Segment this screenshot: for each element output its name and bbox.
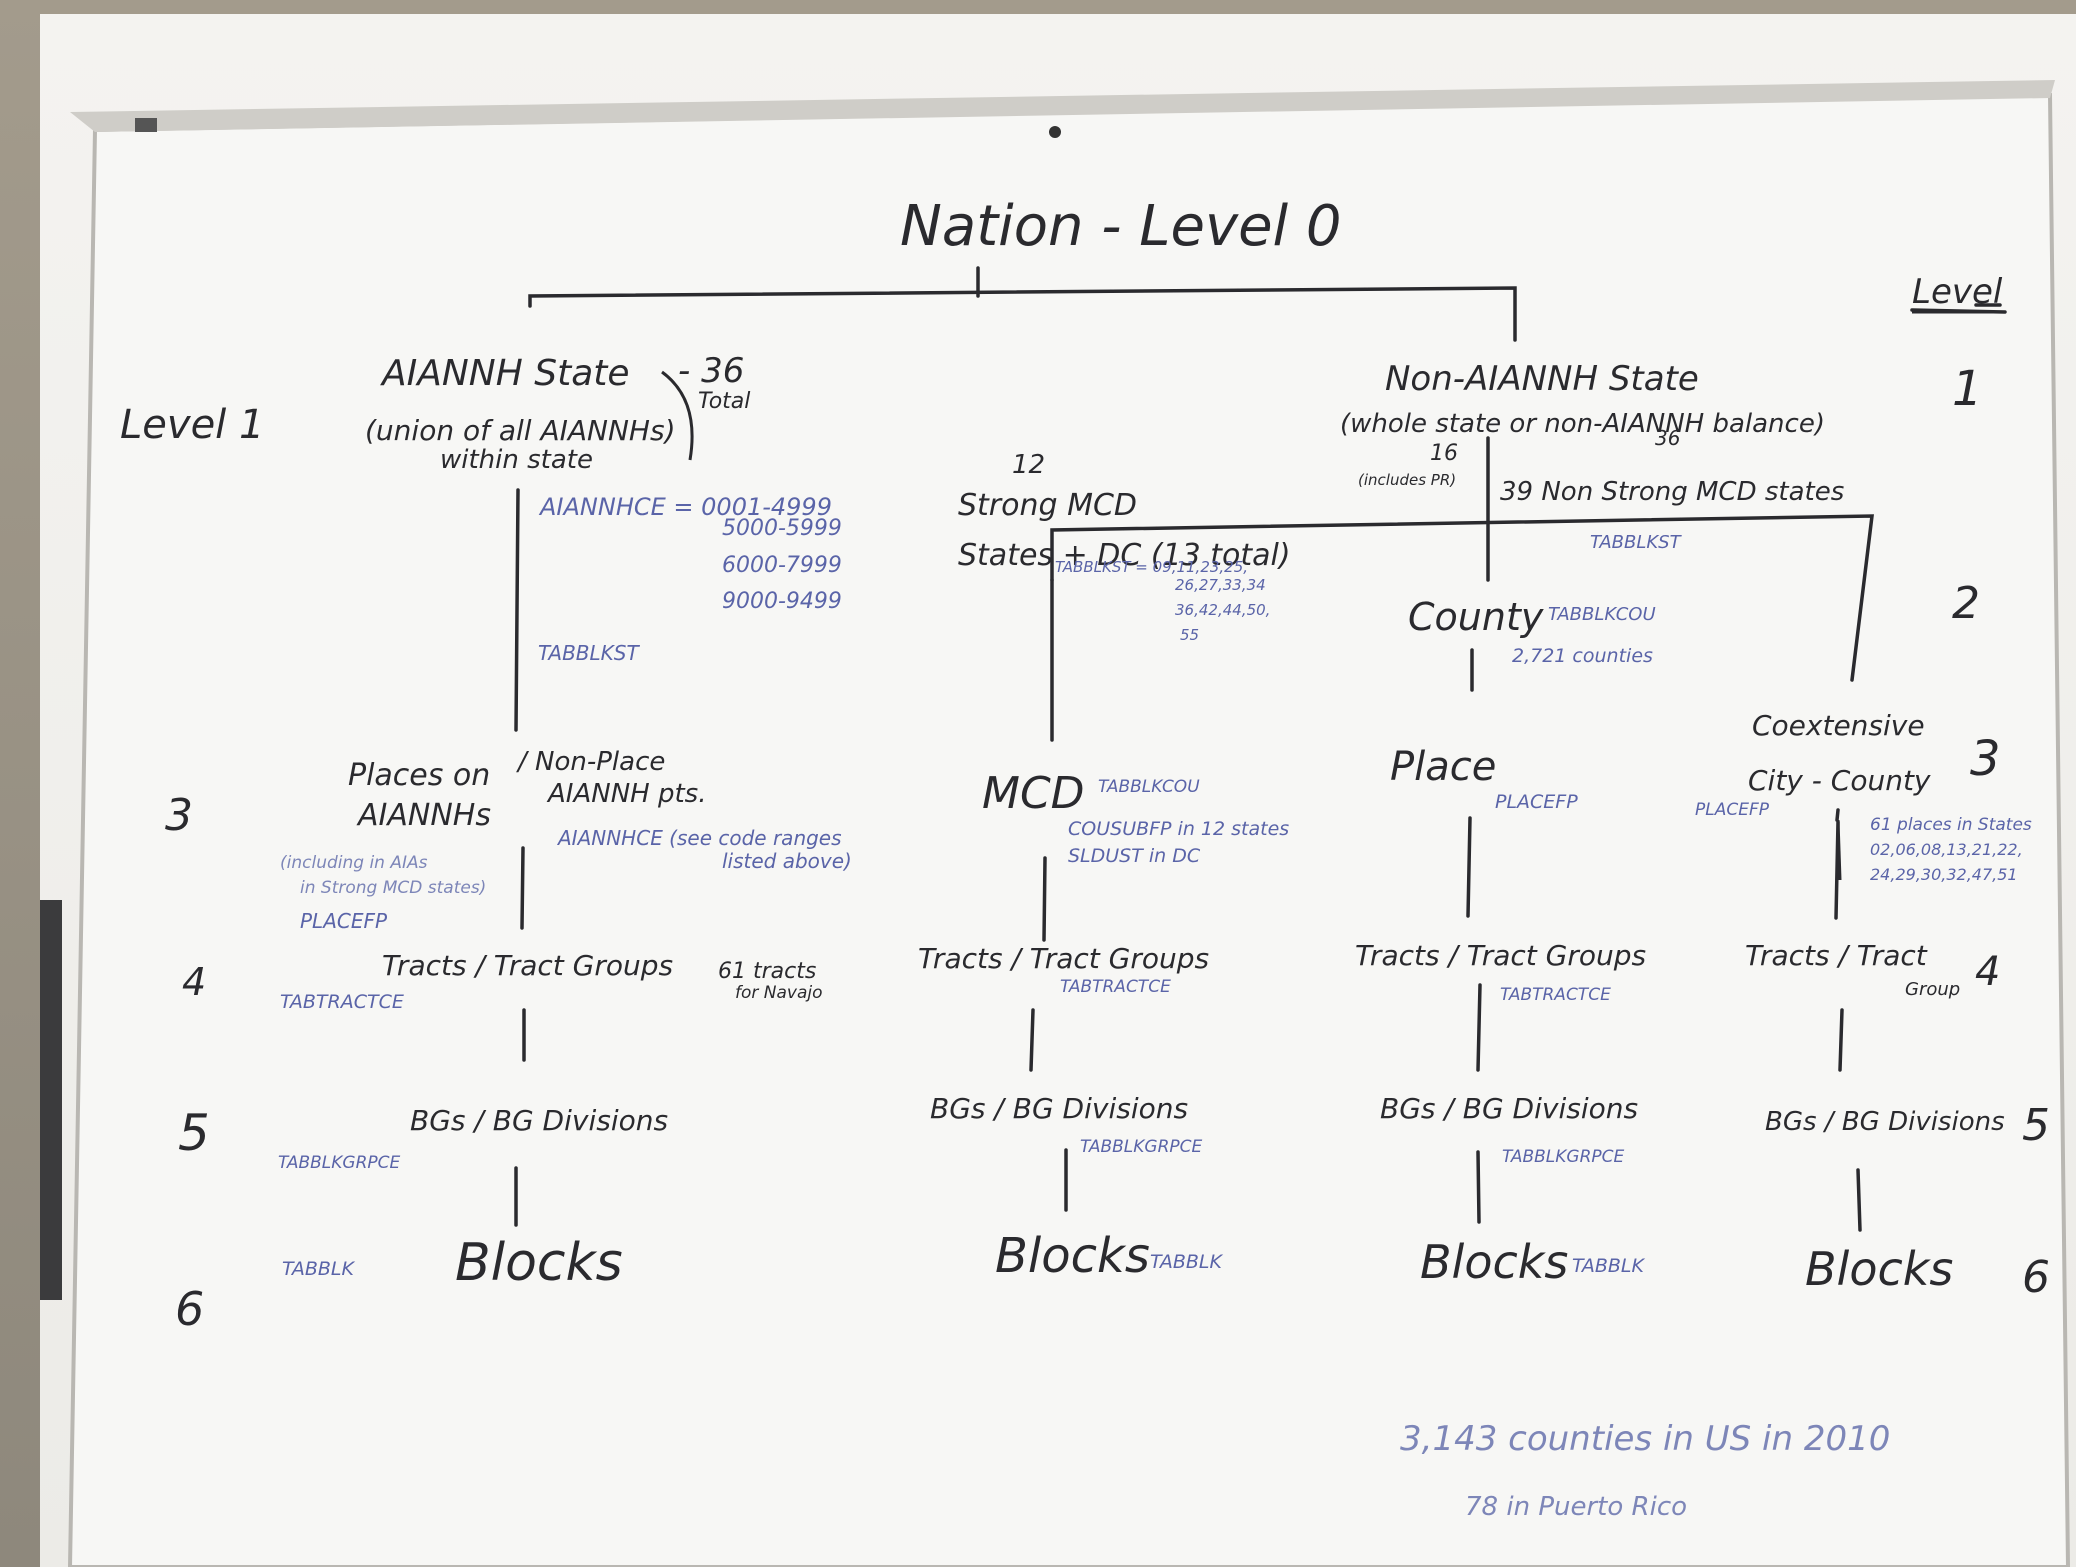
places-placefp: PLACEFP <box>300 909 388 933</box>
strong-mcd-codes-4: 55 <box>1180 626 1199 644</box>
right-level-1: 1 <box>1952 361 1983 417</box>
level-number-5: 5 <box>178 1104 210 1162</box>
county-count: 2,721 counties <box>1512 645 1653 667</box>
nonplace-code-2: listed above) <box>722 849 852 873</box>
level-number-3: 3 <box>165 790 193 841</box>
level-number-6: 6 <box>175 1282 204 1336</box>
rail-tag <box>135 118 157 132</box>
county-heading: County <box>1408 595 1544 639</box>
right-level-5: 5 <box>2022 1100 2050 1151</box>
coext-line <box>1836 819 1842 881</box>
non-aiannh-sub: (whole state or non-AIANNH balance) <box>1340 409 1825 439</box>
nonplace-code: AIANNHCE (see code ranges <box>556 826 842 850</box>
non-aiannh-tracts: Tracts / Tract Groups <box>1355 939 1646 972</box>
aiannh-bgs-code: TABBLKGRPCE <box>278 1153 401 1173</box>
aiannh-sub-1: (union of all AIANNHs) <box>365 414 676 447</box>
mcd-tracts: Tracts / Tract Groups <box>918 942 1209 975</box>
strong-mcd-codes-1: TABBLKST = 09,11,23,25, <box>1055 558 1248 576</box>
mcd-code: TABBLKCOU <box>1098 777 1200 797</box>
nonplace-2: AIANNH pts. <box>546 779 706 809</box>
coextensive-note-2: 02,06,08,13,21,22, <box>1870 840 2023 859</box>
nonplace-1: / Non-Place <box>516 747 665 777</box>
aiannhce-range-3: 6000-7999 <box>722 553 842 578</box>
strong-mcd-codes-3: 36,42,44,50, <box>1175 601 1270 619</box>
mcd-blocks: Blocks <box>995 1228 1150 1284</box>
mcd-note-1: COUSUBFP in 12 states <box>1068 818 1289 840</box>
navajo-tracts-2: for Navajo <box>735 983 823 1003</box>
aiannh-tabblkst: TABBLKST <box>538 641 640 665</box>
coextensive-bgs: BGs / BG Divisions <box>1765 1107 2005 1137</box>
places-on-aiannh-2: AIANNHs <box>356 798 491 833</box>
tree-connectors <box>514 266 2007 1232</box>
non-strong-mcd: 39 Non Strong MCD states <box>1500 477 1844 507</box>
right-level-2: 2 <box>1952 578 1980 629</box>
aiannh-count-note: Total <box>698 389 750 414</box>
aiannh-heading: AIANNH State <box>380 353 630 394</box>
places-note-1: (including in AIAs <box>280 853 428 873</box>
coextensive-blocks: Blocks <box>1805 1242 1953 1296</box>
mcd-note-2: SLDUST in DC <box>1068 845 1201 867</box>
aiannh-blocks: Blocks <box>455 1233 623 1293</box>
level-1-label: Level 1 <box>120 402 264 448</box>
aiannh-sub-2: within state <box>440 445 593 475</box>
level-header: Level <box>1912 272 2003 312</box>
rail-magnet <box>1049 126 1061 138</box>
coextensive-note-3: 24,29,30,32,47,51 <box>1870 865 2018 884</box>
non-aiannh-bgs: BGs / BG Divisions <box>1380 1092 1638 1125</box>
whiteboard-top-rail <box>70 80 2055 132</box>
mcd-tracts-code: TABTRACTCE <box>1060 977 1171 997</box>
coextensive-note-1: 61 places in States <box>1870 815 2032 835</box>
aiannh-bgs: BGs / BG Divisions <box>410 1104 668 1137</box>
non-aiannh-count-36: 36 <box>1655 426 1680 450</box>
strong-mcd-codes-2: 26,27,33,34 <box>1175 576 1266 594</box>
non-aiannh-count-16-note: (includes PR) <box>1358 471 1456 489</box>
mcd-bgs: BGs / BG Divisions <box>930 1092 1188 1125</box>
right-level-6: 6 <box>2022 1252 2050 1303</box>
board-title: Nation - Level 0 <box>900 194 1342 259</box>
aiannhce-range-2: 5000-5999 <box>722 516 842 541</box>
strong-mcd-heading-1: Strong MCD <box>958 488 1137 523</box>
non-aiannh-blocks: Blocks <box>1420 1235 1568 1289</box>
aiannhce-range-4: 9000-9499 <box>722 589 842 614</box>
non-aiannh-tabblkst: TABBLKST <box>1590 532 1683 553</box>
strong-mcd-count: 12 <box>1012 450 1045 480</box>
mcd-heading: MCD <box>982 768 1085 819</box>
place-heading: Place <box>1390 744 1496 790</box>
coextensive-heading-2: City - County <box>1748 764 1931 797</box>
place-code: PLACEFP <box>1495 791 1578 813</box>
non-aiannh-blocks-code: TABBLK <box>1572 1255 1646 1277</box>
aiannh-tracts: Tracts / Tract Groups <box>382 949 673 982</box>
mcd-blocks-code: TABBLK <box>1150 1251 1224 1273</box>
mcd-bgs-code: TABBLKGRPCE <box>1080 1137 1203 1157</box>
right-level-3: 3 <box>1970 731 2001 787</box>
navajo-tracts-1: 61 tracts <box>718 959 816 984</box>
strong-mcd-heading-2: States + DC (13 total) <box>958 538 1291 573</box>
non-aiannh-heading: Non-AIANNH State <box>1385 359 1699 399</box>
non-aiannh-bgs-code: TABBLKGRPCE <box>1502 1147 1625 1167</box>
right-level-4: 4 <box>1975 949 2000 995</box>
counties-us-2010: 3,143 counties in US in 2010 <box>1400 1419 1890 1459</box>
level-number-4: 4 <box>182 960 206 1004</box>
county-code: TABBLKCOU <box>1548 604 1656 625</box>
aiannh-tracts-code: TABTRACTCE <box>280 991 404 1013</box>
coextensive-tracts-1: Tracts / Tract <box>1745 939 1928 972</box>
counties-puerto-rico: 78 in Puerto Rico <box>1465 1492 1687 1522</box>
aiannh-blocks-code: TABBLK <box>282 1258 356 1280</box>
non-aiannh-count-16: 16 <box>1430 441 1458 466</box>
coextensive-code: PLACEFP <box>1695 800 1770 820</box>
non-aiannh-tracts-code: TABTRACTCE <box>1500 985 1611 1005</box>
places-note-2: in Strong MCD states) <box>300 878 486 898</box>
places-on-aiannh-1: Places on <box>348 758 490 793</box>
coextensive-tracts-2: Group <box>1905 979 1960 1000</box>
aiannhce-codes: AIANNHCE = 0001-4999 <box>538 493 832 521</box>
coextensive-heading-1: Coextensive <box>1752 709 1925 742</box>
board-frame-edge <box>40 900 62 1300</box>
aiannh-count: - 36 <box>678 351 744 391</box>
bracket-mark <box>661 370 694 461</box>
